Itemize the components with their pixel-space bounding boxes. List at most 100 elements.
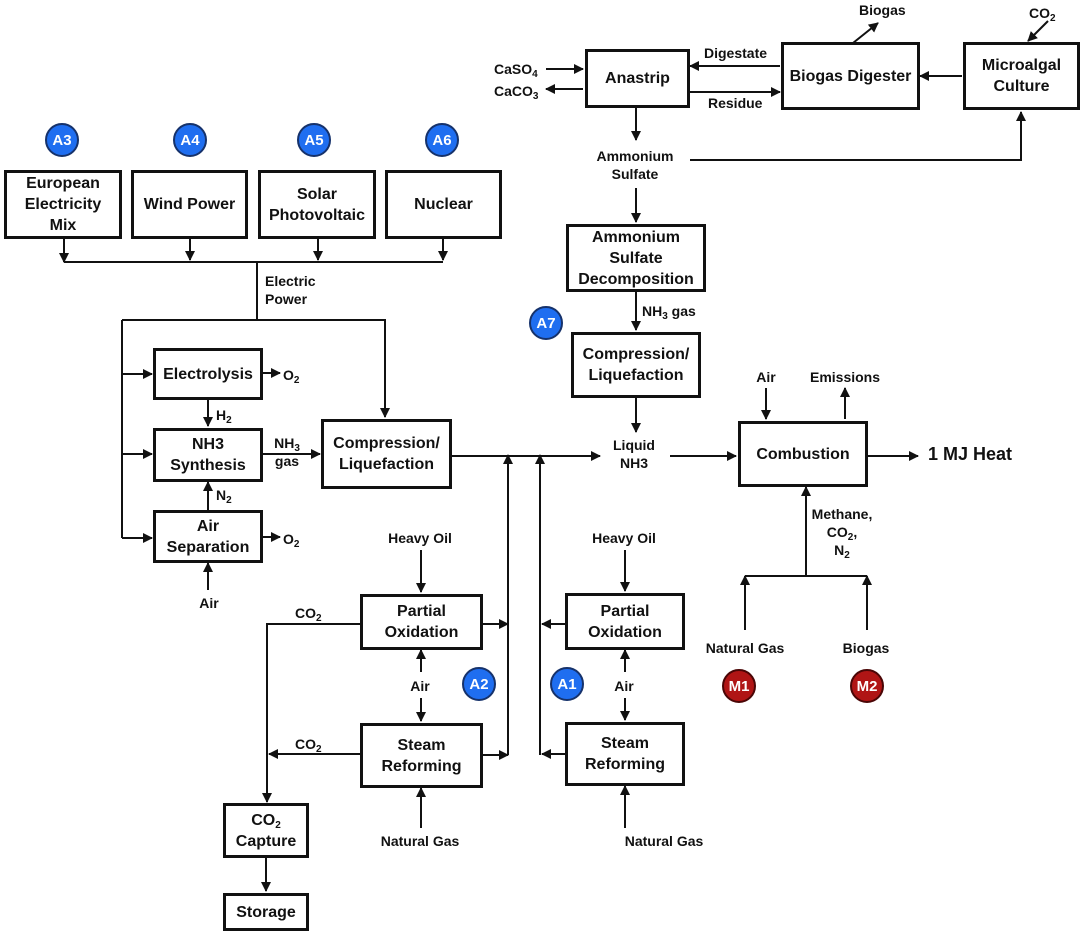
scenario-badge-a2: A2 [462,667,496,701]
co2-input-microalgal-label: CO2 [1029,4,1056,24]
partial-oxidation-a2-box: Partial Oxidation [360,594,483,650]
natural-gas-a1-label: Natural Gas [624,833,704,849]
electrolysis-label: Electrolysis [163,365,253,383]
co2-a2-sr-sub: 2 [316,744,322,755]
solar-photovoltaic-label: Solar Photovoltaic [268,185,365,224]
co2-a2-sr-co: CO [295,736,316,752]
heavy-oil-a2-label: Heavy Oil [388,530,452,546]
co2-top-sub: 2 [1050,13,1056,24]
n2-n: N [216,487,227,503]
o2-air-separation-label: O2 [283,530,300,550]
nh3-gas-a7-word: gas [667,303,696,319]
electric-label-line1: Electric [265,273,316,289]
combustion-box: Combustion [738,421,868,487]
scenario-badge-a5: A5 [297,123,331,157]
o2-electrolysis-o: O [283,367,294,383]
nh3-gas-word: gas [274,453,300,469]
wind-power-label: Wind Power [143,196,236,213]
caco3-text: CaCO [494,83,533,99]
fuel-composition-label: Methane,CO2,N2 [811,505,873,561]
scenario-badge-a3: A3 [45,123,79,157]
steam-reforming-a2-label: Steam Reforming [381,736,462,775]
n2-comb-n: N [834,542,845,558]
nh3-synthesis-box: NH3 Synthesis [153,428,263,482]
partial-oxidation-a1-box: Partial Oxidation [565,593,685,650]
biogas-digester-box: Biogas Digester [781,42,920,110]
nh3-gas-a7-sub: 3 [662,311,668,322]
combustion-label: Combustion [756,445,850,463]
sulfate-word: Sulfate [611,166,659,182]
nh3-gas-nh: NH [274,435,295,451]
anastrip-box: Anastrip [585,49,690,108]
ammonium-sulfate-decomposition-label: Ammonium Sulfate Decomposition [578,228,694,288]
air-separation-label: Air Separation [166,517,250,556]
nh3-gas-a7-label: NH3 gas [642,302,696,322]
european-electricity-mix-box: European Electricity Mix [4,170,122,239]
steam-reforming-a1-box: Steam Reforming [565,722,685,786]
air-a1-label: Air [614,678,634,694]
heavy-oil-a1-label: Heavy Oil [592,530,656,546]
ammonium-word: Ammonium [596,148,674,164]
microalgal-culture-box: Microalgal Culture [963,42,1080,110]
n2-comb-sub: 2 [844,550,850,561]
n2-label: N2 [216,486,232,506]
biogas-output-label: Biogas [859,2,906,18]
biogas-m2-label: Biogas [842,640,890,656]
storage-box: Storage [223,893,309,931]
scenario-badge-a6: A6 [425,123,459,157]
european-electricity-mix-label: European Electricity Mix [24,175,102,234]
methane-text: Methane, [811,506,873,522]
residue-label: Residue [708,95,763,111]
scenario-badge-a1: A1 [550,667,584,701]
liquid-nh3-line2: NH3 [619,455,648,471]
co2-capture-label-capture: Capture [235,832,297,850]
partial-oxidation-a1-label: Partial Oxidation [588,602,662,641]
n2-sub: 2 [226,495,232,506]
o2-airsep-sub: 2 [293,539,300,550]
partial-oxidation-a2-label: Partial Oxidation [384,603,459,641]
natural-gas-m1-label: Natural Gas [705,640,785,656]
nh3-gas-sub: 3 [294,443,300,454]
scenario-badge-a7: A7 [529,306,563,340]
co2-a2-po-sub: 2 [316,613,322,624]
caso4-label: CaSO4 [494,60,538,80]
air-separation-input-label: Air [199,595,219,611]
h2-label: H2 [216,406,232,426]
scenario-badge-m2: M2 [850,669,884,703]
air-separation-box: Air Separation [153,510,263,563]
liquid-nh3-line1: Liquid [613,437,655,453]
storage-label: Storage [236,903,296,921]
co2-a2-partial-oxidation-label: CO2 [295,604,322,624]
biogas-digester-label: Biogas Digester [789,67,912,85]
power-label-line2: Power [265,291,308,307]
compression-liquefaction-main-label: Compression/ Liquefaction [333,435,440,473]
co2-a2-po-co: CO [295,605,316,621]
nh3-synthesis-label: NH3 Synthesis [170,436,246,474]
co2-comb-comma: , [853,524,858,540]
nuclear-box: Nuclear [385,170,502,239]
nh3-gas-a7-nh: NH [642,303,663,319]
scenario-badge-a4: A4 [173,123,207,157]
wind-power-box: Wind Power [131,170,248,239]
compression-liquefaction-main-box: Compression/ Liquefaction [321,419,452,489]
h2-h: H [216,407,227,423]
natural-gas-a2-label: Natural Gas [380,833,460,849]
co2-comb-sub: 2 [847,532,854,543]
air-a2-label: Air [410,678,430,694]
solar-photovoltaic-box: Solar Photovoltaic [258,170,376,239]
caco3-sub: 3 [532,91,539,102]
steam-reforming-a2-box: Steam Reforming [360,723,483,788]
compression-liquefaction-a7-label: Compression/ Liquefaction [582,346,690,384]
steam-reforming-a1-label: Steam Reforming [585,735,665,773]
emissions-label: Emissions [809,369,881,385]
caso4-sub: 4 [532,69,538,80]
scenario-badge-m1: M1 [722,669,756,703]
h2-sub: 2 [226,415,232,426]
co2-capture-label-co: CO [251,811,276,829]
